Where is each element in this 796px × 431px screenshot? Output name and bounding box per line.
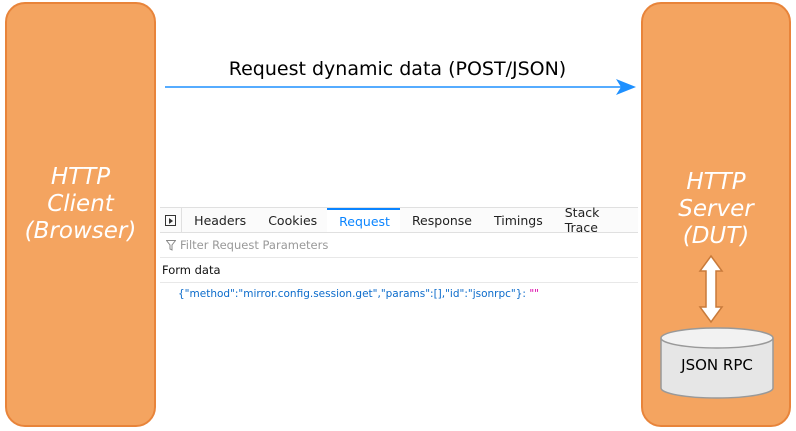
tab-cookies[interactable]: Cookies <box>268 212 318 228</box>
devtools-request-panel: Headers Cookies Request Response Timings… <box>160 205 638 305</box>
json-request-body: {"method":"mirror.config.session.get","p… <box>178 288 526 300</box>
filter-params-field[interactable]: Filter Request Parameters <box>160 233 638 258</box>
http-client-label: HTTP Client (Browser) <box>25 164 137 245</box>
tab-stack-trace[interactable]: Stack Trace <box>564 205 600 235</box>
panel-toggle-icon[interactable] <box>160 208 183 232</box>
http-server-label: HTTP Server (DUT) <box>643 169 789 250</box>
filter-icon <box>166 239 176 251</box>
form-data-heading: Form data <box>160 258 638 283</box>
devtools-tab-bar: Headers Cookies Request Response Timings… <box>160 205 638 235</box>
json-request-value: "" <box>525 288 539 300</box>
json-rpc-label: JSON RPC <box>681 356 753 374</box>
client-title-line1: HTTP <box>50 164 111 190</box>
filter-placeholder: Filter Request Parameters <box>180 238 329 252</box>
bidirectional-arrow <box>698 254 724 324</box>
tab-headers[interactable]: Headers <box>194 212 247 228</box>
server-title-line1: HTTP <box>686 169 746 195</box>
client-title-line3: (Browser) <box>24 218 137 244</box>
client-title-line2: Client <box>47 191 114 217</box>
tab-timings[interactable]: Timings <box>493 212 543 228</box>
request-arrow <box>165 79 636 95</box>
server-title-line3: (DUT) <box>682 223 750 249</box>
tab-request[interactable]: Request <box>327 208 400 232</box>
http-client-box: HTTP Client (Browser) <box>5 2 156 427</box>
form-data-entry: {"method":"mirror.config.session.get","p… <box>160 283 638 305</box>
json-rpc-database-icon <box>660 327 774 399</box>
server-title-line2: Server <box>678 196 754 222</box>
request-arrow-label: Request dynamic data (POST/JSON) <box>228 58 567 80</box>
tab-response[interactable]: Response <box>411 212 472 228</box>
